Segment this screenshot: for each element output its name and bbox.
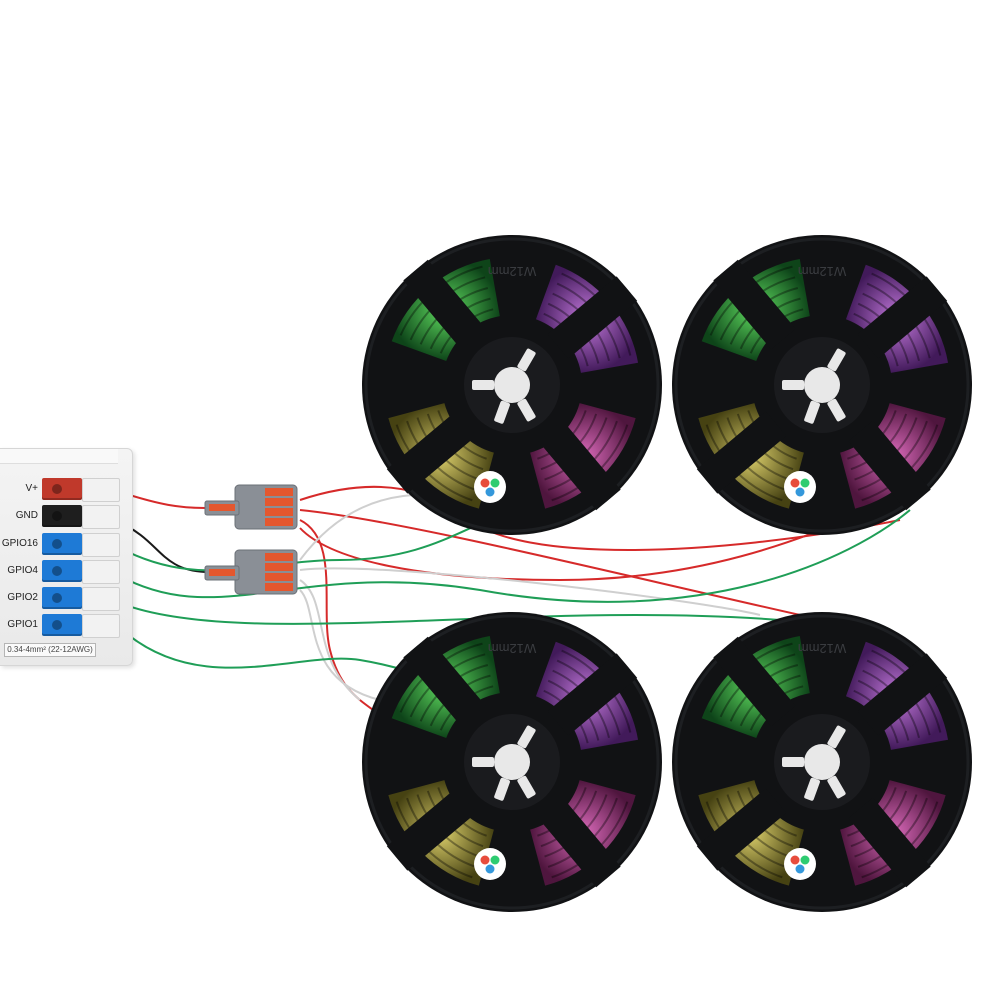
reel-spoke <box>713 259 796 350</box>
reel-spoke <box>857 276 948 359</box>
terminal-slot[interactable] <box>42 560 82 582</box>
hub-tab <box>827 398 846 422</box>
reel-spoke <box>857 653 948 736</box>
terminal-slot[interactable] <box>42 478 82 500</box>
hub-center <box>494 744 530 780</box>
reel-spoke <box>848 420 931 511</box>
reel-spoke <box>848 797 931 888</box>
terminal-label: GPIO2 <box>7 592 38 603</box>
led-strip-reel: W12mm <box>362 235 662 535</box>
hub-tab <box>494 777 510 801</box>
rgb-logo-icon <box>474 848 506 880</box>
reel-spoke <box>538 797 621 888</box>
hub-tab <box>472 380 494 390</box>
terminal-hole <box>52 511 62 521</box>
terminal-lever[interactable] <box>82 478 120 502</box>
rgb-logo-icon <box>474 471 506 503</box>
reel-width-label: W12mm <box>488 264 536 279</box>
terminal-hole <box>52 593 62 603</box>
terminal-label: V+ <box>25 483 38 494</box>
terminal-lever[interactable] <box>82 533 120 557</box>
hub-tab <box>494 400 510 424</box>
terminal-slot[interactable] <box>42 614 82 636</box>
reel-spoke <box>547 276 638 359</box>
terminal-lever[interactable] <box>82 614 120 638</box>
reel-spoke <box>713 636 796 727</box>
reel-rim <box>674 614 970 910</box>
reel-spoke <box>386 788 477 871</box>
reel-width-label: W12mm <box>488 641 536 656</box>
reel-spoke <box>696 411 787 494</box>
terminal-hole <box>52 484 62 494</box>
rgb-logo-icon <box>784 848 816 880</box>
reel-rim <box>364 237 660 533</box>
terminal-slot[interactable] <box>42 505 82 527</box>
controller-top-edge <box>0 449 118 464</box>
led-strip-reel: W12mm <box>672 235 972 535</box>
hub-tab <box>782 380 804 390</box>
terminal-hole <box>52 539 62 549</box>
rgb-logo-icon <box>784 471 816 503</box>
hub-tab <box>827 725 846 749</box>
hub-tab <box>517 398 536 422</box>
terminal-slot[interactable] <box>42 587 82 609</box>
terminal-lever[interactable] <box>82 560 120 584</box>
led-strip-reel: W12mm <box>362 612 662 912</box>
led-strip-reel: W12mm <box>672 612 972 912</box>
hub-tab <box>804 777 820 801</box>
hub-tab <box>804 400 820 424</box>
hub-tab <box>517 775 536 799</box>
reel-rim <box>364 614 660 910</box>
terminal-slot[interactable] <box>42 533 82 555</box>
terminal-lever[interactable] <box>82 505 120 529</box>
reel-width-label: W12mm <box>798 641 846 656</box>
reel-spoke <box>538 420 621 511</box>
terminal-hole <box>52 620 62 630</box>
terminal-hole <box>52 566 62 576</box>
hub-tab <box>782 757 804 767</box>
reel-rim <box>674 237 970 533</box>
terminal-label: GPIO4 <box>7 565 38 576</box>
reel-spoke <box>403 259 486 350</box>
reel-spoke <box>403 636 486 727</box>
terminal-lever[interactable] <box>82 587 120 611</box>
hub-center <box>804 367 840 403</box>
terminal-label: GND <box>15 510 38 521</box>
reel-spoke <box>547 653 638 736</box>
reel-spoke <box>696 788 787 871</box>
wire-gauge-label: 0.34-4mm² (22-12AWG) <box>4 643 96 657</box>
hub-tab <box>472 757 494 767</box>
hub-center <box>804 744 840 780</box>
terminal-label: GPIO1 <box>7 619 38 630</box>
hub-tab <box>517 725 536 749</box>
hub-tab <box>827 775 846 799</box>
terminal-label: GPIO16 <box>1 538 38 549</box>
reel-width-label: W12mm <box>798 264 846 279</box>
hub-tab <box>827 348 846 372</box>
hub-center <box>494 367 530 403</box>
hub-tab <box>517 348 536 372</box>
reel-spoke <box>386 411 477 494</box>
